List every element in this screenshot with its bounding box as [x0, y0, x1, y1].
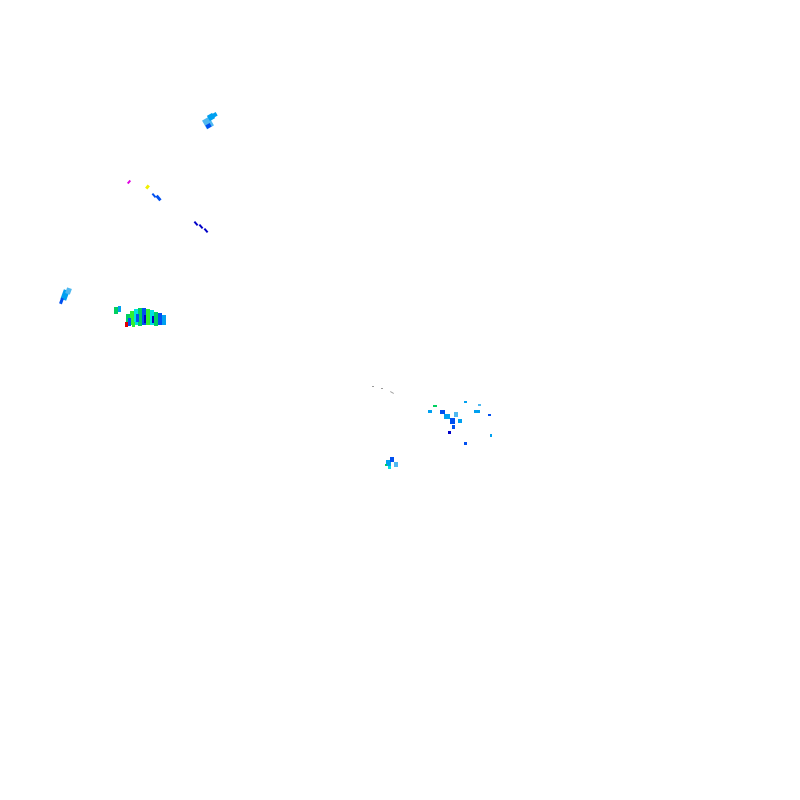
echo-cell	[433, 405, 437, 407]
echo-cell	[118, 306, 121, 312]
echo-cell	[448, 431, 451, 434]
echo-cell	[211, 112, 218, 118]
echo-cell	[464, 401, 467, 403]
echo-cell	[428, 410, 432, 413]
echo-cell	[478, 404, 481, 406]
echo-cell	[385, 464, 387, 466]
echo-cell	[490, 434, 492, 437]
echo-cell	[158, 313, 162, 325]
echo-cell	[372, 386, 374, 387]
echo-cell	[162, 315, 166, 325]
echo-cell	[138, 308, 142, 326]
echo-cell	[65, 287, 72, 295]
echo-cell	[125, 322, 128, 327]
echo-cell	[440, 410, 445, 414]
echo-cell	[198, 223, 204, 230]
echo-cell	[464, 442, 467, 445]
echo-cell	[114, 307, 118, 314]
echo-cell	[59, 297, 64, 305]
echo-cell	[390, 391, 394, 394]
echo-cell	[388, 466, 391, 469]
echo-cell	[458, 419, 462, 423]
echo-cell	[144, 315, 146, 323]
echo-cell	[381, 388, 383, 389]
echo-cell	[130, 311, 134, 325]
echo-cell	[155, 194, 162, 202]
echo-cell	[136, 314, 139, 322]
echo-cell	[488, 414, 491, 416]
echo-cell	[151, 192, 157, 199]
echo-cell	[145, 184, 150, 190]
echo-cell	[152, 316, 154, 323]
echo-cell	[132, 322, 135, 327]
echo-cell	[394, 462, 398, 467]
radar-echoes	[59, 112, 492, 469]
echo-cell	[386, 460, 391, 466]
echo-cell	[444, 414, 450, 419]
echo-cell	[146, 309, 150, 325]
echo-cell	[474, 410, 480, 413]
echo-cell	[203, 227, 209, 234]
echo-cell	[390, 457, 394, 462]
echo-cell	[126, 179, 132, 185]
echo-cell	[454, 412, 458, 417]
echo-cell	[452, 425, 455, 429]
echo-cell	[450, 418, 455, 424]
echo-cell	[193, 220, 199, 227]
echo-cell	[205, 123, 212, 129]
echo-cell	[128, 318, 131, 326]
echo-cell	[154, 312, 158, 326]
